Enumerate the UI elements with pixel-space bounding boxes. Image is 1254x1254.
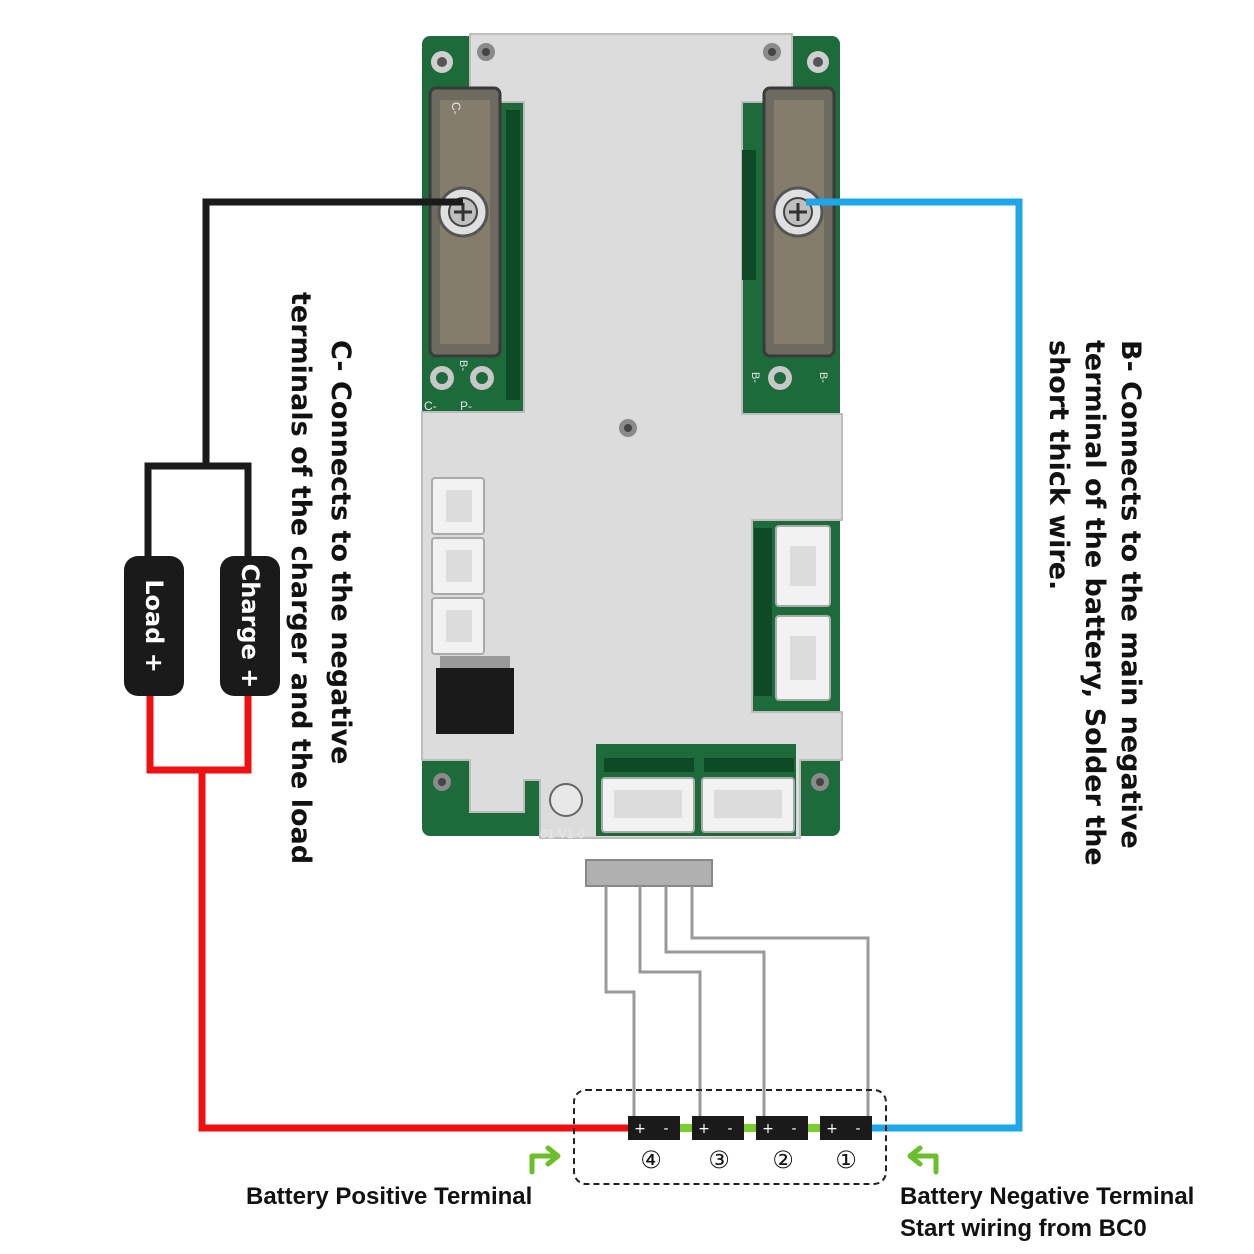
pad-label-b1: B- [457, 360, 469, 371]
version-label: 01 V1.0 [540, 826, 585, 841]
cell-plus: + [762, 1121, 774, 1137]
negative-arrow-icon [907, 1145, 939, 1175]
pad-label-b2: B- [749, 372, 761, 383]
pad-label-c-bottom: C- [424, 399, 437, 413]
c-minus-note-line2: terminals of the charger and the load [285, 292, 316, 864]
cell-link-1 [680, 1124, 692, 1132]
battery-positive-caption: Battery Positive Terminal [246, 1183, 532, 1210]
capacitor [549, 783, 583, 817]
battery-cell-2: + - ② [756, 1116, 808, 1174]
cell-plus: + [698, 1121, 710, 1137]
load-connector-label: Load + [140, 579, 168, 673]
balance-wire-4 [604, 886, 636, 1120]
cell-plus: + [634, 1121, 646, 1137]
c-minus-note-line1: C- Connects to the negative [325, 340, 356, 764]
cell-link-2 [744, 1124, 756, 1132]
battery-negative-caption-line2: Start wiring from BC0 [900, 1215, 1147, 1242]
battery-cell-4: + - ④ [628, 1116, 680, 1174]
pad-label-c-top: C- [449, 102, 463, 115]
c-minus-screw [437, 186, 489, 238]
cell-minus: - [855, 1121, 860, 1137]
battery-cells: + - ④ + - ③ + - ② + - ① [628, 1116, 872, 1174]
b-minus-wire [806, 198, 1023, 1132]
cell-minus: - [663, 1121, 668, 1137]
cell-label-2: ② [772, 1146, 794, 1174]
component-strip-right [742, 150, 756, 280]
ic-chip [436, 668, 514, 734]
cell-plus: + [826, 1121, 838, 1137]
cell-label-1: ① [835, 1146, 857, 1174]
balance-plug [585, 859, 713, 887]
cell-link-3 [808, 1124, 820, 1132]
battery-group-outline [573, 1089, 887, 1185]
positive-arrow-icon [529, 1145, 561, 1175]
battery-negative-caption-line1: Battery Negative Terminal [900, 1183, 1194, 1210]
balance-wire-1 [690, 886, 870, 1120]
positive-wire-branch [202, 694, 252, 774]
cell-minus: - [727, 1121, 732, 1137]
pad-label-b3: B- [817, 372, 829, 383]
b-minus-note-line2: terminal of the battery, Solder the [1079, 340, 1110, 866]
b-minus-screw [772, 186, 824, 238]
charge-connector [220, 556, 280, 696]
cell-label-4: ④ [640, 1146, 662, 1174]
battery-cell-3: + - ③ [692, 1116, 744, 1174]
load-connector [124, 556, 184, 696]
cell-label-3: ③ [708, 1146, 730, 1174]
c-minus-wire-branch [206, 462, 252, 560]
balance-wires [604, 886, 870, 1120]
battery-cell-1: + - ① [820, 1116, 872, 1174]
balance-wire-3 [638, 886, 702, 1120]
charge-connector-label: Charge + [236, 564, 264, 689]
b-minus-note-line3: short thick wire. [1043, 340, 1074, 590]
pad-label-p: P- [460, 399, 472, 413]
pin-header-right [754, 528, 772, 696]
bms-board: C- C- P- B- B- B- 01 V1.0 [421, 33, 843, 841]
component-strip-left [506, 110, 520, 400]
b-minus-note-line1: B- Connects to the main negative [1115, 340, 1146, 849]
cell-minus: - [791, 1121, 796, 1137]
balance-wire-2 [664, 886, 766, 1120]
